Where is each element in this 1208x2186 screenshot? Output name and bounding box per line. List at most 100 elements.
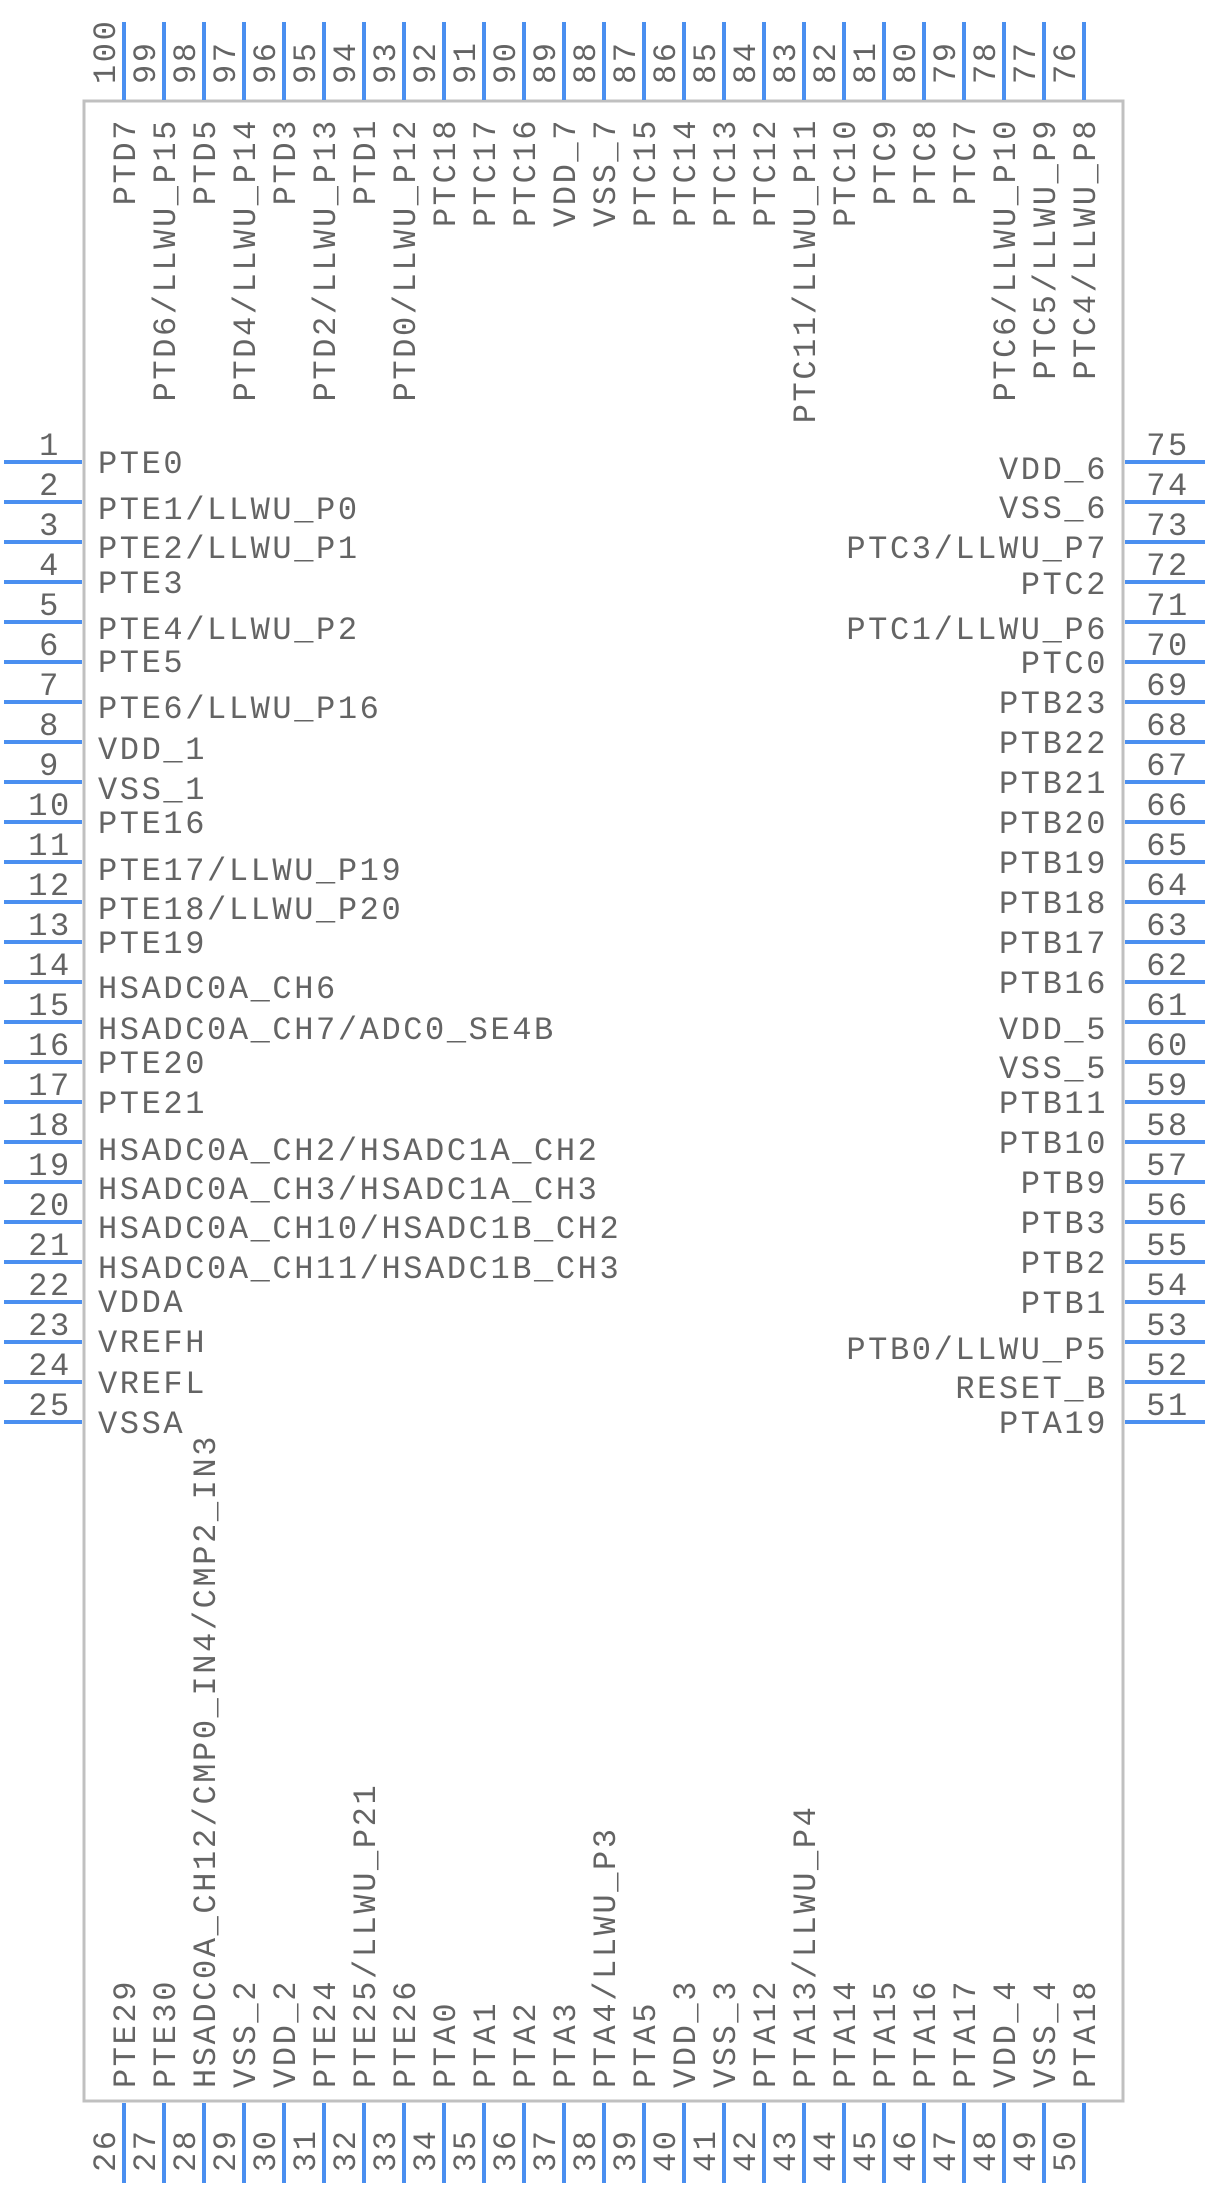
- pin-number: 41: [688, 2128, 725, 2172]
- pin-number: 95: [288, 40, 325, 84]
- pin-name: HSADC0A_CH12/CMP0_IN4/CMP2_IN3: [188, 1434, 225, 2088]
- pin-number: 25: [28, 1388, 72, 1425]
- pin-number: 52: [1146, 1348, 1190, 1385]
- pin-number: 2: [39, 468, 61, 505]
- pin-number: 94: [328, 40, 365, 84]
- pin-name: PTE19: [98, 926, 207, 963]
- pin-number: 92: [408, 40, 445, 84]
- pin-number: 79: [928, 40, 965, 84]
- pin-name: PTC18: [428, 118, 465, 227]
- pin-name: PTC3/LLWU_P7: [846, 531, 1108, 568]
- pin-name: PTD3: [268, 118, 305, 205]
- pin-name: VSS_6: [999, 491, 1108, 528]
- pin-name: PTE16: [98, 806, 207, 843]
- pin-number: 69: [1146, 668, 1190, 705]
- pin-name: PTE29: [108, 1979, 145, 2088]
- pin-name: HSADC0A_CH3/HSADC1A_CH3: [98, 1172, 599, 1209]
- pin-number: 49: [1008, 2128, 1045, 2172]
- pin-number: 63: [1146, 908, 1190, 945]
- pin-68: 68 PTB22: [999, 708, 1205, 763]
- pin-number: 10: [28, 788, 72, 825]
- pin-number: 13: [28, 908, 72, 945]
- pin-13: 13 PTE19: [4, 908, 207, 963]
- pin-name: PTB18: [999, 886, 1108, 923]
- pin-number: 55: [1146, 1228, 1190, 1265]
- pin-name: PTC11/LLWU_P11: [788, 118, 825, 423]
- pin-number: 59: [1146, 1068, 1190, 1105]
- pin-name: PTC7: [948, 118, 985, 205]
- pin-number: 28: [168, 2128, 205, 2172]
- pin-name: HSADC0A_CH2/HSADC1A_CH2: [98, 1133, 599, 1170]
- pin-number: 60: [1146, 1028, 1190, 1065]
- pin-number: 46: [888, 2128, 925, 2172]
- pin-number: 75: [1146, 428, 1190, 465]
- pin-name: PTE1/LLWU_P0: [98, 492, 360, 529]
- pin-name: HSADC0A_CH10/HSADC1B_CH2: [98, 1211, 621, 1248]
- pin-number: 5: [39, 588, 61, 625]
- pin-name: PTB22: [999, 726, 1108, 763]
- pin-name: VDD_3: [668, 1979, 705, 2088]
- pin-number: 84: [728, 40, 765, 84]
- pin-name: PTE20: [98, 1046, 207, 1083]
- pin-number: 22: [28, 1268, 72, 1305]
- pin-name: PTA3: [548, 2001, 585, 2088]
- pin-number: 87: [608, 40, 645, 84]
- pin-name: PTD6/LLWU_P15: [148, 118, 185, 401]
- pin-number: 24: [28, 1348, 72, 1385]
- pin-name: VSS_2: [228, 1979, 265, 2088]
- pin-name: VDD_7: [548, 118, 585, 227]
- pin-name: PTE2/LLWU_P1: [98, 531, 360, 568]
- pin-number: 35: [448, 2128, 485, 2172]
- pin-name: VSS_5: [999, 1051, 1108, 1088]
- pin-name: PTB11: [999, 1086, 1108, 1123]
- pin-name: PTB2: [1021, 1246, 1108, 1283]
- pin-name: VREFH: [98, 1325, 207, 1362]
- pin-number: 8: [39, 708, 61, 745]
- pin-name: PTD1: [348, 118, 385, 205]
- pin-name: PTE21: [98, 1086, 207, 1123]
- pin-number: 4: [39, 548, 61, 585]
- pin-number: 44: [808, 2128, 845, 2172]
- pin-name: PTC5/LLWU_P9: [1028, 118, 1065, 380]
- pin-number: 67: [1146, 748, 1190, 785]
- pin-number: 9: [39, 748, 61, 785]
- pin-number: 68: [1146, 708, 1190, 745]
- pin-number: 30: [248, 2128, 285, 2172]
